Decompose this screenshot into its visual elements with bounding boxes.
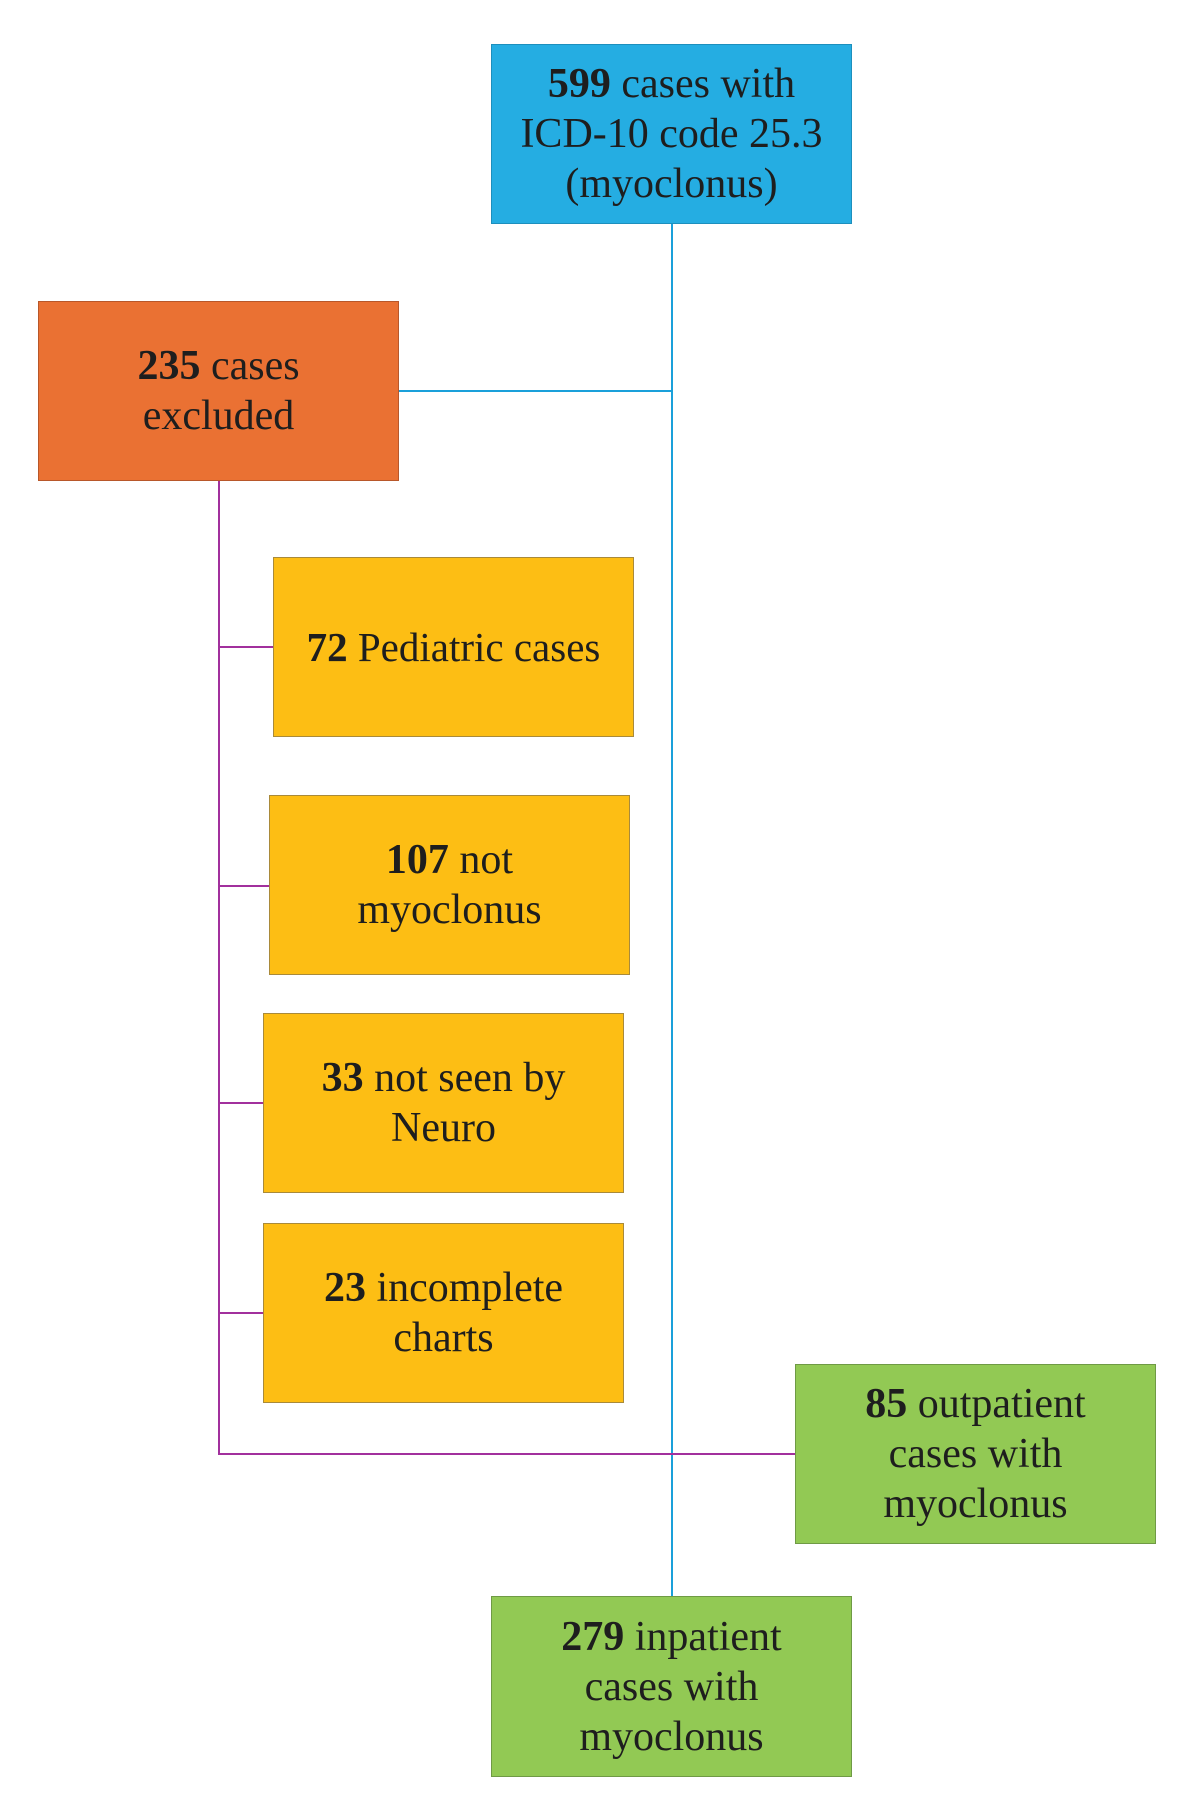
connector-to-not-myoclonus	[218, 885, 269, 887]
connector-to-outpatient	[218, 1453, 795, 1455]
count: 235	[137, 343, 201, 389]
label: myoclonus	[883, 1481, 1068, 1527]
label: (myoclonus)	[565, 161, 778, 207]
label: not	[448, 837, 514, 883]
count: 33	[321, 1055, 364, 1101]
count: 107	[385, 837, 449, 883]
label: cases	[200, 343, 300, 389]
label: charts	[393, 1315, 494, 1361]
count: 72	[306, 624, 348, 670]
label: cases with	[888, 1431, 1063, 1477]
label: inpatient	[624, 1613, 782, 1660]
node-initial-cases: 599 cases with ICD-10 code 25.3 (myoclon…	[491, 44, 852, 224]
count: 279	[561, 1613, 625, 1660]
count: 599	[547, 61, 611, 107]
node-inpatient-cases: 279 inpatient cases with myoclonus	[491, 1596, 852, 1777]
label: Pediatric cases	[347, 624, 601, 670]
connector-to-incomplete	[218, 1312, 263, 1314]
node-incomplete-charts: 23 incomplete charts	[263, 1223, 624, 1403]
label: incomplete	[365, 1265, 564, 1311]
connector-to-pediatric	[218, 646, 273, 648]
node-not-seen-by-neuro: 33 not seen by Neuro	[263, 1013, 624, 1193]
label: cases with	[610, 61, 796, 107]
connector-trunk-to-excluded	[399, 390, 672, 392]
label: Neuro	[391, 1105, 496, 1151]
label: excluded	[142, 393, 295, 439]
node-outpatient-cases: 85 outpatient cases with myoclonus	[795, 1364, 1156, 1544]
label: ICD-10 code 25.3	[520, 111, 823, 157]
label: myoclonus	[357, 887, 542, 933]
label: myoclonus	[579, 1713, 764, 1760]
count: 85	[865, 1381, 908, 1427]
node-not-myoclonus: 107 not myoclonus	[269, 795, 630, 975]
count: 23	[323, 1265, 366, 1311]
node-pediatric-cases: 72 Pediatric cases	[273, 557, 634, 737]
connector-excluded-trunk	[218, 481, 220, 1455]
connector-to-not-seen-neuro	[218, 1102, 263, 1104]
label: cases with	[584, 1663, 759, 1710]
label: outpatient	[907, 1381, 1086, 1427]
connector-start-to-inpatient	[671, 224, 673, 1596]
node-excluded-cases: 235 cases excluded	[38, 301, 399, 481]
label: not seen by	[363, 1055, 566, 1101]
